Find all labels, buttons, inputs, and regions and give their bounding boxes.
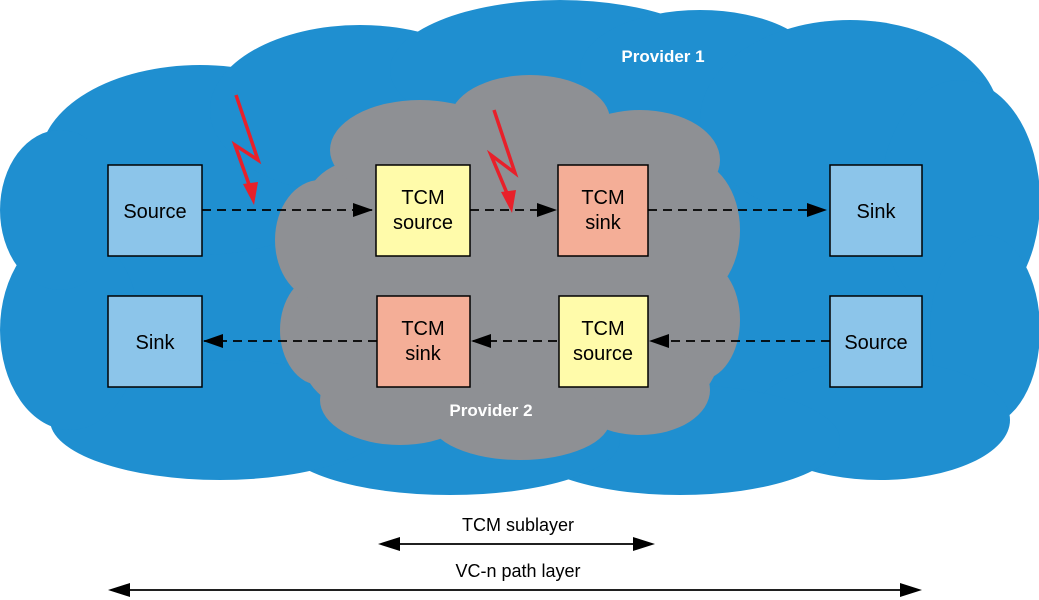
top-sink-box: Sink [829,164,923,257]
top-tcm-sink-label-line1: TCM [581,187,624,209]
top-sink-label: Sink [857,201,897,223]
top-source-box: Source [107,164,203,257]
bottom-tcm-source-label-line2: source [573,343,633,365]
vc-path-layer-right-arrowhead [900,583,922,597]
top-tcm-sink-box: TCM sink [557,164,649,257]
bottom-tcm-sink-label-line2: sink [405,343,442,365]
top-tcm-source-label-line1: TCM [401,187,444,209]
top-tcm-source-box: TCM source [375,164,471,257]
tcm-sublayer-right-arrowhead [633,537,655,551]
top-source-label: Source [123,201,186,223]
bottom-tcm-sink-label-line1: TCM [401,318,444,340]
top-tcm-source-label-line2: source [393,212,453,234]
lightning-bolt-icon [486,109,519,213]
bottom-tcm-source-label-line1: TCM [581,318,624,340]
provider-1-label: Provider 1 [621,47,704,66]
top-tcm-sink-label-line2: sink [585,212,622,234]
bottom-source-box: Source [829,295,923,388]
bottom-tcm-sink-box: TCM sink [376,295,471,388]
vc-path-layer-left-arrowhead [108,583,130,597]
bottom-sink-box: Sink [107,295,203,388]
bottom-sink-label: Sink [136,332,176,354]
vc-path-layer-label: VC-n path layer [455,561,580,581]
provider-2-label: Provider 2 [449,401,532,420]
bottom-source-label: Source [844,332,907,354]
tcm-sublayer-label: TCM sublayer [462,515,574,535]
tcm-sublayer-left-arrowhead [378,537,400,551]
bottom-tcm-source-box: TCM source [558,295,649,388]
lightning-bolt-icon [231,94,262,205]
